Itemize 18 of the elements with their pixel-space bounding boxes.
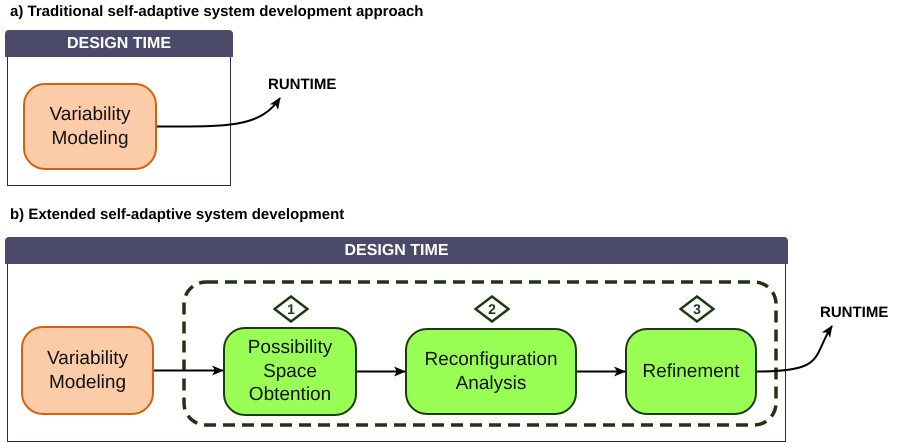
step-diamond: 2: [474, 295, 510, 323]
section-caption: b) Extended self-adaptive system development: [10, 206, 344, 223]
arrow: [357, 366, 406, 376]
panel-header: DESIGN TIME: [5, 237, 788, 264]
process-box: Reconfiguration Analysis: [405, 328, 577, 415]
process-box: Variability Modeling: [23, 83, 157, 170]
arrow: [577, 366, 626, 376]
section-caption: a) Traditional self-adaptive system development approach: [10, 3, 424, 20]
step-diamond: 3: [679, 295, 715, 323]
target-label: RUNTIME: [820, 304, 888, 321]
process-box: Variability Modeling: [21, 326, 154, 415]
step-diamond: 1: [273, 295, 309, 323]
panel-header: DESIGN TIME: [5, 30, 233, 57]
process-box: Possibility Space Obtention: [223, 327, 357, 416]
target-label: RUNTIME: [268, 76, 336, 93]
process-box: Refinement: [625, 328, 757, 415]
arrow: [154, 366, 224, 376]
arrow: [157, 97, 281, 128]
